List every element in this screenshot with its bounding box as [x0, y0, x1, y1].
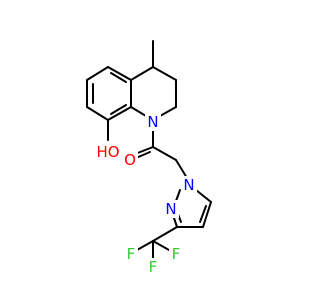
methylene-bond [152, 146, 177, 161]
tetrahydro-ring [130, 66, 177, 117]
pyrazole-n1-label: N [183, 176, 194, 194]
pyrazole-n2-label: N [165, 200, 176, 218]
methylene-n-bond [175, 159, 188, 179]
hydroxyl-label: HO [96, 143, 119, 161]
carbonyl-oxygen-label: O [124, 151, 136, 169]
trifluoromethyl-group [136, 226, 178, 260]
ring-nitrogen-label: N [147, 113, 158, 131]
pyrazole-ring [173, 189, 212, 228]
fluorine-label: F [172, 245, 181, 263]
chemical-structure: HO N O N N F F F [86, 40, 212, 276]
benzene-ring [86, 66, 132, 121]
atom-labels: HO N O N N F F F [95, 113, 197, 276]
fluorine-label: F [149, 258, 158, 276]
fluorine-label: F [127, 245, 136, 263]
